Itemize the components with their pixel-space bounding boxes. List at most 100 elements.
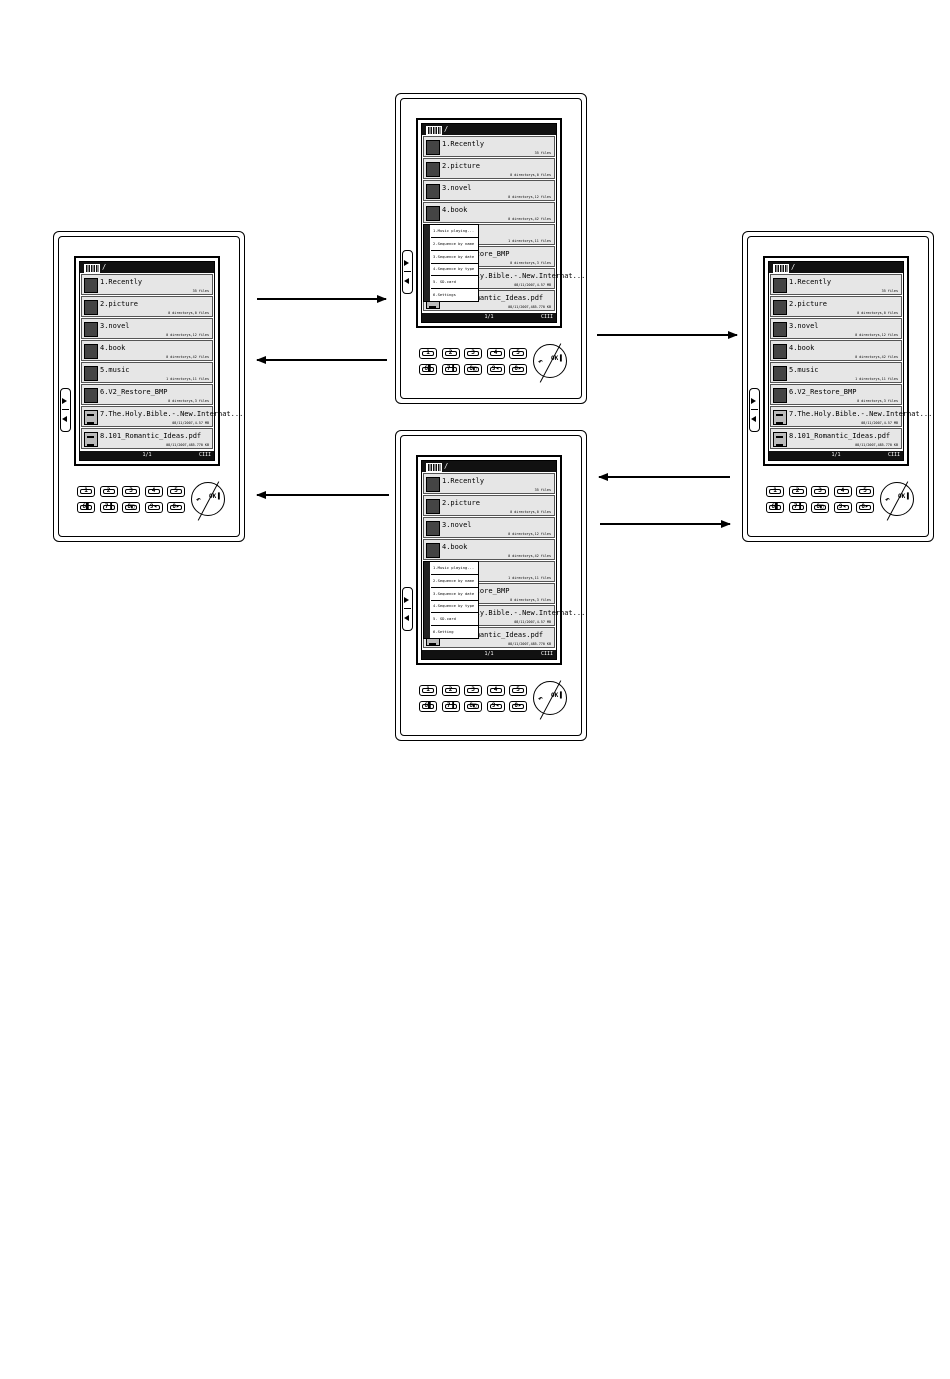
ok-button[interactable]: OK▐ <box>209 493 220 500</box>
keypad-button[interactable]: 8◧ <box>464 364 482 375</box>
menu-item[interactable]: 6.Setting <box>431 626 478 639</box>
file-list-item[interactable]: 7.The.Holy.Bible.-.New.Internat...08/11/… <box>81 406 243 427</box>
folder-icon <box>426 140 440 155</box>
navigation-dial[interactable]: ↶ OK▐ <box>191 481 225 521</box>
keypad-button[interactable]: 7▐ <box>788 502 807 513</box>
file-name: 3.novel <box>100 322 130 330</box>
keypad-button[interactable]: 2 <box>788 486 807 497</box>
keypad-button[interactable]: 1 <box>419 348 437 359</box>
keypad-button[interactable]: 1 <box>77 486 95 497</box>
keypad-button[interactable]: 3 <box>464 348 482 359</box>
file-list-item[interactable]: 7.The.Holy.Bible.-.New.Internat...08/11/… <box>770 406 932 427</box>
ok-button[interactable]: OK▐ <box>551 355 562 362</box>
keypad-button[interactable]: 8◧ <box>464 701 482 712</box>
keypad-button[interactable]: 6▊ <box>419 364 437 375</box>
page-turn-switch[interactable] <box>749 388 760 432</box>
back-icon[interactable]: ↶ <box>538 694 543 703</box>
keypad-button[interactable]: 5 <box>509 348 527 359</box>
menu-item[interactable]: 2.Sequence by name <box>431 575 478 588</box>
keypad-button[interactable]: 5 <box>509 685 527 696</box>
keypad-button[interactable]: 4 <box>486 685 505 696</box>
keypad-button[interactable]: 6▊ <box>419 701 437 712</box>
menu-item[interactable]: 5. SD-card <box>431 276 478 290</box>
back-icon[interactable]: ↶ <box>196 495 201 504</box>
menu-item[interactable]: 1.Music playing... <box>431 562 478 575</box>
navigation-dial[interactable]: ↶ OK▐ <box>533 680 567 720</box>
folder-icon <box>84 388 98 403</box>
file-name: 4.book <box>100 344 126 352</box>
keypad-button[interactable]: 0▸ <box>509 364 527 375</box>
keypad-button[interactable]: 0▸ <box>856 502 874 513</box>
keypad-button[interactable]: 8◧ <box>122 502 140 513</box>
keypad-button[interactable]: 0▸ <box>509 701 527 712</box>
keypad-button[interactable]: 4 <box>144 486 163 497</box>
menu-item[interactable]: 3.Sequence by date <box>431 251 478 264</box>
back-icon[interactable]: ↶ <box>538 357 543 366</box>
page-turn-switch[interactable] <box>402 587 413 631</box>
keypad-button[interactable]: 6▊ <box>766 502 784 513</box>
navigation-dial[interactable]: ↶ OK▐ <box>880 481 914 521</box>
keypad-button[interactable]: 9◂ <box>144 502 163 513</box>
page-turn-switch[interactable] <box>60 388 71 432</box>
keypad-button[interactable]: 5 <box>167 486 185 497</box>
menu-item[interactable]: 6.Settings <box>431 289 478 302</box>
document-icon <box>84 432 98 447</box>
keypad-button[interactable]: 0▸ <box>167 502 185 513</box>
keypad-button[interactable]: 4 <box>486 348 505 359</box>
keypad-button[interactable]: 3 <box>464 685 482 696</box>
keypad-button[interactable]: 9◂ <box>833 502 852 513</box>
keypad-button[interactable]: 8◧ <box>811 502 829 513</box>
menu-item[interactable]: 4.Sequence by type <box>431 600 478 614</box>
keypad-button[interactable]: 2 <box>99 486 118 497</box>
file-name: 5.music <box>100 366 130 374</box>
page-up-icon <box>751 398 756 404</box>
menu-item[interactable]: 3.Sequence by date <box>431 588 478 601</box>
file-info: 0 directorys,42 files <box>508 217 551 221</box>
keypad-button[interactable]: 6▊ <box>77 502 95 513</box>
menu-item[interactable]: 1.Music playing... <box>431 225 478 238</box>
keypad-button[interactable]: 1 <box>419 685 437 696</box>
page-turn-switch[interactable] <box>402 250 413 294</box>
keypad-button[interactable]: 7▐ <box>441 364 460 375</box>
keypad-button[interactable]: 3 <box>811 486 829 497</box>
keypad-button[interactable]: 9◂ <box>486 364 505 375</box>
keypad-button[interactable]: 2 <box>441 685 460 696</box>
ok-button[interactable]: OK▐ <box>551 692 562 699</box>
keypad-button[interactable]: 3 <box>122 486 140 497</box>
keypad-button[interactable]: 4 <box>833 486 852 497</box>
menu-item[interactable]: 4.Sequence by type <box>431 263 478 277</box>
ok-button[interactable]: OK▐ <box>898 493 909 500</box>
keypad-button[interactable]: 7▐ <box>99 502 118 513</box>
keypad-button[interactable]: 2 <box>441 348 460 359</box>
keypad-button[interactable]: 5 <box>856 486 874 497</box>
navigation-dial[interactable]: ↶ OK▐ <box>533 343 567 383</box>
menu-item[interactable]: 5. SD-card <box>431 613 478 627</box>
keypad-button[interactable]: 1 <box>766 486 784 497</box>
back-icon[interactable]: ↶ <box>885 495 890 504</box>
keypad-button[interactable]: 9◂ <box>486 701 505 712</box>
keypad-button[interactable]: 7▐ <box>441 701 460 712</box>
menu-item[interactable]: 2.Sequence by name <box>431 238 478 251</box>
